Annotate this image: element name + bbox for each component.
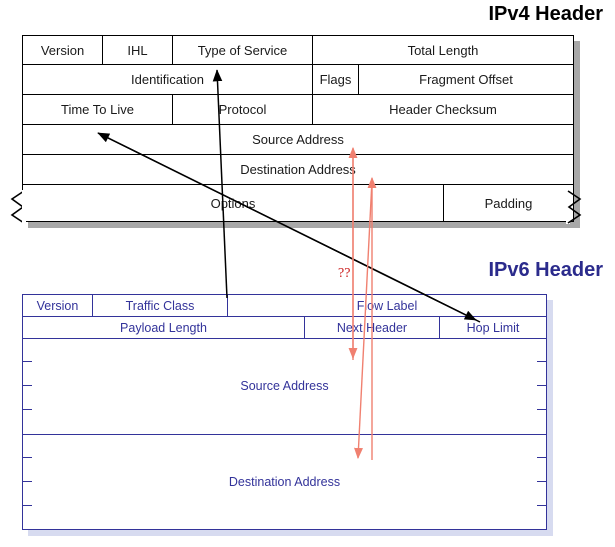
ipv4-row-5: Destination Address [23,155,573,185]
ipv4-field-version: Version [23,36,103,64]
ipv4-field-flags: Flags [313,65,359,94]
ipv6-field-version: Version [23,295,93,316]
question-mark-annotation: ?? [338,266,351,281]
ipv4-field-type-of-service: Type of Service [173,36,313,64]
ipv6-field-flow-label: Flow Label [228,295,546,316]
ipv4-field-header-checksum: Header Checksum [313,95,573,124]
ipv6-field-version-label: Version [36,298,79,313]
ipv6-row-1: Version Traffic Class Flow Label [23,295,546,317]
ipv4-field-fragment-offset: Fragment Offset [359,65,573,94]
ipv6-word-tick [537,457,546,458]
ipv4-field-padding-label: Padding [484,195,533,211]
ipv6-word-tick [23,361,32,362]
ipv6-field-next-header-label: Next Header [336,320,408,335]
ipv4-field-identification-label: Identification [131,72,204,87]
ipv4-field-options: Options [23,185,443,221]
ipv6-word-tick [23,409,32,410]
ipv4-field-protocol-label: Protocol [218,102,267,117]
ipv6-word-tick [537,505,546,506]
ipv4-row-3: Time To Live Protocol Header Checksum [23,95,573,125]
ipv4-field-time-to-live-label: Time To Live [61,102,134,117]
ipv4-field-flags-label: Flags [319,72,352,87]
ipv6-field-payload-length-label: Payload Length [120,320,207,335]
ipv6-field-traffic-class: Traffic Class [93,295,228,316]
ipv4-field-source-address: Source Address [23,125,573,154]
ipv4-field-fragment-offset-label: Fragment Offset [419,72,513,87]
ipv6-row-2: Payload Length Next Header Hop Limit [23,317,546,339]
ragged-edge-left-icon [10,190,26,224]
ipv6-field-source-address: Source Address [23,339,546,434]
ipv6-destination-address-block: Destination Address [23,435,546,528]
ipv4-field-total-length: Total Length [313,36,573,64]
ipv6-field-flow-label-label: Flow Label [356,298,418,313]
ipv6-word-tick [23,481,32,482]
ipv4-row-4: Source Address [23,125,573,155]
ipv4-field-ihl: IHL [103,36,173,64]
ipv6-field-source-address-label: Source Address [240,379,329,393]
ipv4-field-source-address-label: Source Address [252,132,344,147]
ipv6-word-tick [23,385,32,386]
ipv4-header-title: IPv4 Header [488,3,603,25]
ipv6-field-destination-address-label: Destination Address [228,475,341,489]
ipv4-field-ihl-label: IHL [127,42,148,58]
ipv6-field-next-header: Next Header [305,317,440,338]
ipv4-field-destination-address: Destination Address [23,155,573,184]
ipv6-word-tick [23,505,32,506]
ipv6-field-payload-length: Payload Length [23,317,305,338]
ipv4-field-destination-address-label: Destination Address [240,162,356,177]
ipv4-field-time-to-live: Time To Live [23,95,173,124]
ipv4-field-padding: Padding [443,185,573,221]
ipv4-row-2: Identification Flags Fragment Offset [23,65,573,95]
ipv6-source-address-block: Source Address [23,339,546,435]
ipv6-word-tick [537,409,546,410]
ipv6-field-destination-address: Destination Address [23,435,546,528]
ipv4-field-type-of-service-label: Type of Service [197,42,288,58]
ipv4-field-identification: Identification [23,65,313,94]
ipv6-word-tick [537,481,546,482]
ipv6-word-tick [537,361,546,362]
ipv6-header-table: Version Traffic Class Flow Label Payload… [22,294,547,530]
ipv6-header-title: IPv6 Header [488,259,603,281]
ipv6-field-hop-limit-label: Hop Limit [466,320,520,335]
ipv6-field-traffic-class-label: Traffic Class [125,298,195,313]
ipv6-word-tick [537,385,546,386]
ipv4-row-6-options: Options Padding [23,185,573,221]
ipv6-field-hop-limit: Hop Limit [440,317,546,338]
ipv4-field-header-checksum-label: Header Checksum [389,102,497,117]
ipv4-field-total-length-label: Total Length [407,42,479,58]
ipv4-field-protocol: Protocol [173,95,313,124]
ipv4-field-options-label: Options [210,195,256,211]
ipv4-row-1: Version IHL Type of Service Total Length [23,36,573,65]
ipv4-field-version-label: Version [40,42,85,58]
ipv4-header-table: Version IHL Type of Service Total Length… [22,35,574,222]
ragged-edge-right-icon [566,190,582,224]
ipv6-word-tick [23,457,32,458]
